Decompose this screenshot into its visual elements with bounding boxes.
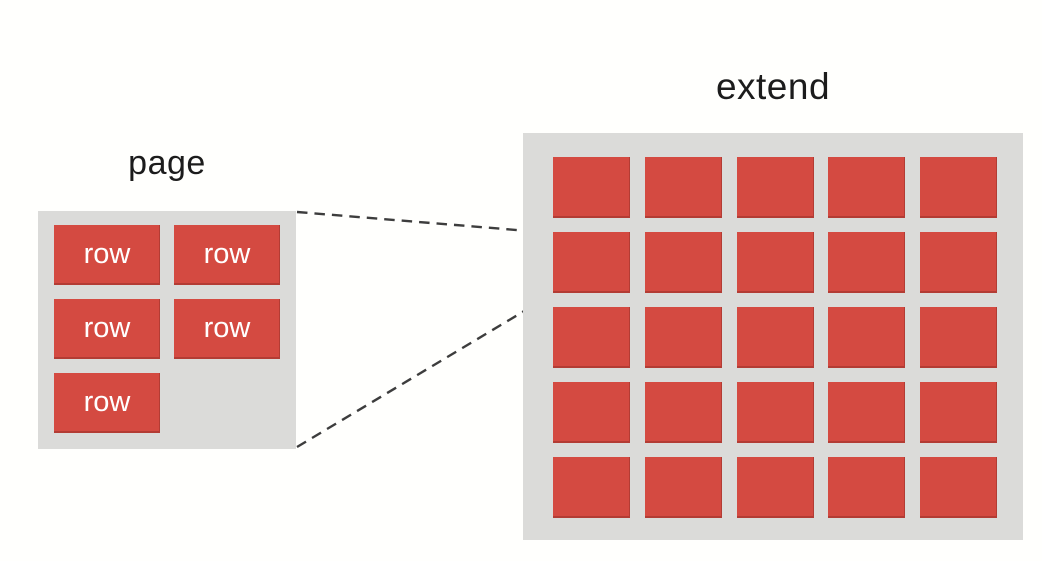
extend-grid-cell [736, 307, 814, 368]
extend-grid-cell [553, 457, 630, 518]
extend-grid-cell [644, 307, 722, 368]
extend-grid-cell [736, 232, 814, 293]
connector-line-bottom [296, 290, 557, 449]
extend-grid-cell [644, 457, 722, 518]
page-label: page [128, 144, 206, 182]
page-row-cell: row [54, 299, 160, 359]
page-box: row row row row row [38, 211, 296, 449]
page-row-cell: row [54, 373, 160, 433]
extend-label: extend [715, 66, 831, 107]
extend-grid-cell [828, 157, 906, 218]
page-row-cell: row [174, 299, 280, 359]
row-cell-label: row [203, 311, 251, 344]
extend-grid-cell [828, 457, 906, 518]
extend-grid-cell [553, 232, 630, 293]
extend-grid-cell [920, 157, 997, 218]
extend-grid-cell [920, 457, 997, 518]
row-cell-label: row [83, 385, 131, 418]
extend-grid-cell [920, 307, 997, 368]
extend-grid-cell [644, 232, 722, 293]
extend-grid-cell [553, 157, 630, 218]
extend-grid-cell [828, 307, 906, 368]
extend-grid-cell [644, 382, 722, 443]
extend-grid-cell [920, 232, 997, 293]
connector-line-top [296, 210, 554, 235]
extend-grid-cell [920, 382, 997, 443]
page-row-cell: row [174, 225, 280, 285]
extend-grid-cell [828, 382, 906, 443]
extend-grid-cell [644, 157, 722, 218]
extend-grid-cell [553, 307, 630, 368]
extend-grid-cell [828, 232, 906, 293]
extend-grid-cell [736, 382, 814, 443]
extend-grid-cell [736, 457, 814, 518]
extend-grid-cell [736, 157, 814, 218]
extend-grid-cell [553, 382, 630, 443]
page-row-cell: row [54, 225, 160, 285]
row-cell-label: row [83, 311, 131, 344]
row-cell-label: row [203, 237, 251, 270]
row-cell-label: row [83, 237, 131, 270]
extend-box [523, 133, 1023, 540]
